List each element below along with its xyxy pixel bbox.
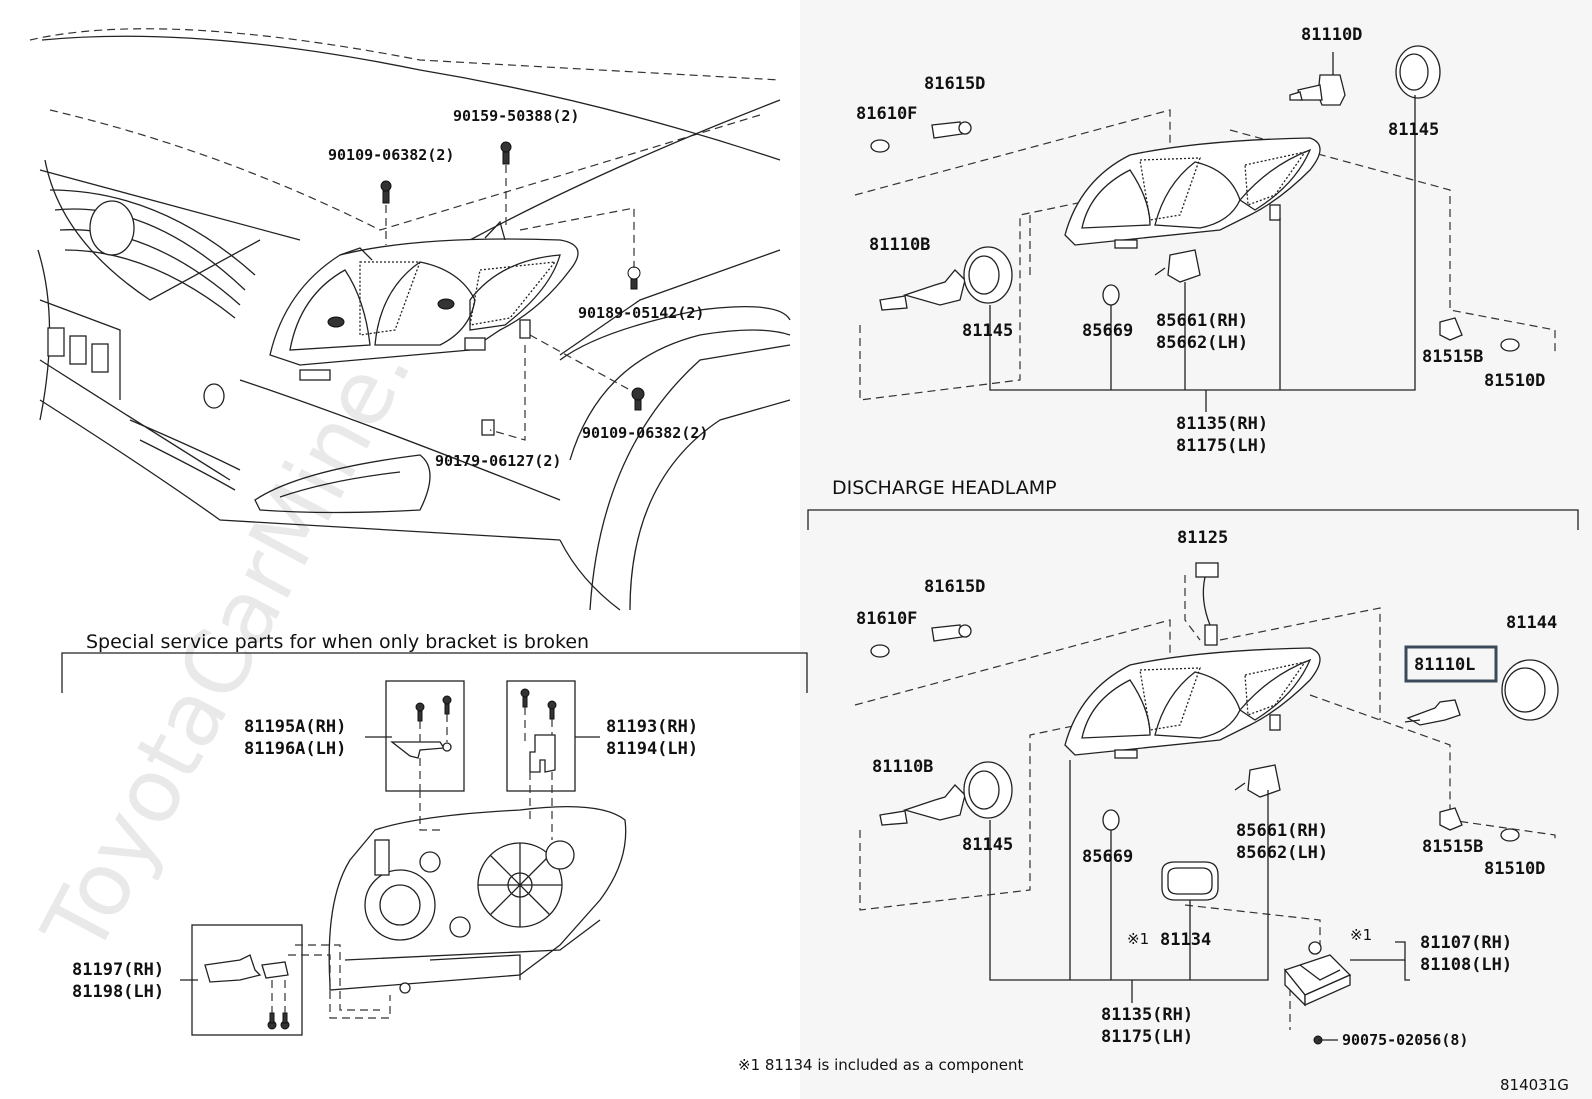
label-81195a: 81195A(RH) (244, 717, 346, 737)
label-85661-discharge: 85661(RH) (1236, 821, 1328, 841)
vehicle-front-illustration (29, 28, 791, 611)
diagram-id: 814031G (1500, 1076, 1569, 1094)
label-81135-halogen: 81135(RH) (1176, 414, 1268, 434)
discharge-title: DISCHARGE HEADLAMP (832, 477, 1057, 499)
label-81194: 81194(LH) (606, 739, 698, 759)
label-81107: 81107(RH) (1420, 933, 1512, 953)
headlamp-rear-illustration (328, 806, 627, 994)
label-81145-halogen: 81145 (962, 321, 1013, 341)
label-85662-discharge: 85662(LH) (1236, 843, 1328, 863)
discharge-headlamp-group (854, 562, 1559, 1045)
label-81110b-halogen: 81110B (869, 235, 930, 255)
label-85669-discharge: 85669 (1082, 847, 1133, 867)
label-81175-discharge: 81175(LH) (1101, 1027, 1193, 1047)
label-81134: 81134 (1160, 930, 1211, 950)
label-85669-halogen: 85669 (1082, 321, 1133, 341)
label-81510d-halogen: 81510D (1484, 371, 1545, 391)
label-90179-06127: 90179-06127(2) (435, 452, 561, 470)
bracket-box-81195a (385, 680, 465, 792)
bracket-81193-drawing (520, 688, 557, 840)
label-81108: 81108(LH) (1420, 955, 1512, 975)
label-81144: 81144 (1506, 613, 1557, 633)
label-81107-mark: ※1 (1350, 926, 1372, 944)
label-81615d-discharge: 81615D (924, 577, 985, 597)
bracket-box-81193 (506, 680, 576, 792)
label-81510d-discharge: 81510D (1484, 859, 1545, 879)
label-81515b-halogen: 81515B (1422, 347, 1483, 367)
bracket-81197-drawing (204, 944, 391, 1030)
label-90109-06382-bottom: 90109-06382(2) (582, 424, 708, 442)
label-81196a: 81196A(LH) (244, 739, 346, 759)
label-81610f-halogen: 81610F (856, 104, 917, 124)
halogen-headlamp-group (854, 45, 1556, 412)
label-81610f-discharge: 81610F (856, 609, 917, 629)
label-85662-halogen: 85662(LH) (1156, 333, 1248, 353)
label-81198: 81198(LH) (72, 982, 164, 1002)
label-90075-02056: 90075-02056(8) (1342, 1031, 1468, 1049)
special-service-bracket (61, 652, 808, 693)
discharge-bracket (807, 509, 1579, 530)
highlight-box-81110l (1404, 645, 1498, 683)
label-81145-discharge: 81145 (962, 835, 1013, 855)
footnote: ※1 81134 is included as a component (738, 1056, 1023, 1074)
label-81135-discharge: 81135(RH) (1101, 1005, 1193, 1025)
label-81193: 81193(RH) (606, 717, 698, 737)
bracket-81195a-drawing (390, 695, 452, 831)
label-81175-halogen: 81175(LH) (1176, 436, 1268, 456)
label-81110d: 81110D (1301, 25, 1362, 45)
label-81110l: 81110L (1414, 655, 1475, 675)
label-81197: 81197(RH) (72, 960, 164, 980)
label-85661-halogen: 85661(RH) (1156, 311, 1248, 331)
label-81125: 81125 (1177, 528, 1228, 548)
special-service-title: Special service parts for when only brac… (86, 631, 589, 653)
label-81145-top: 81145 (1388, 120, 1439, 140)
label-81515b-discharge: 81515B (1422, 837, 1483, 857)
label-90189-05142: 90189-05142(2) (578, 304, 704, 322)
label-90109-06382-top: 90109-06382(2) (328, 146, 454, 164)
label-90159-50388: 90159-50388(2) (453, 107, 579, 125)
label-81134-mark: ※1 (1127, 930, 1149, 948)
label-81110b-discharge: 81110B (872, 757, 933, 777)
label-81615d-halogen: 81615D (924, 74, 985, 94)
